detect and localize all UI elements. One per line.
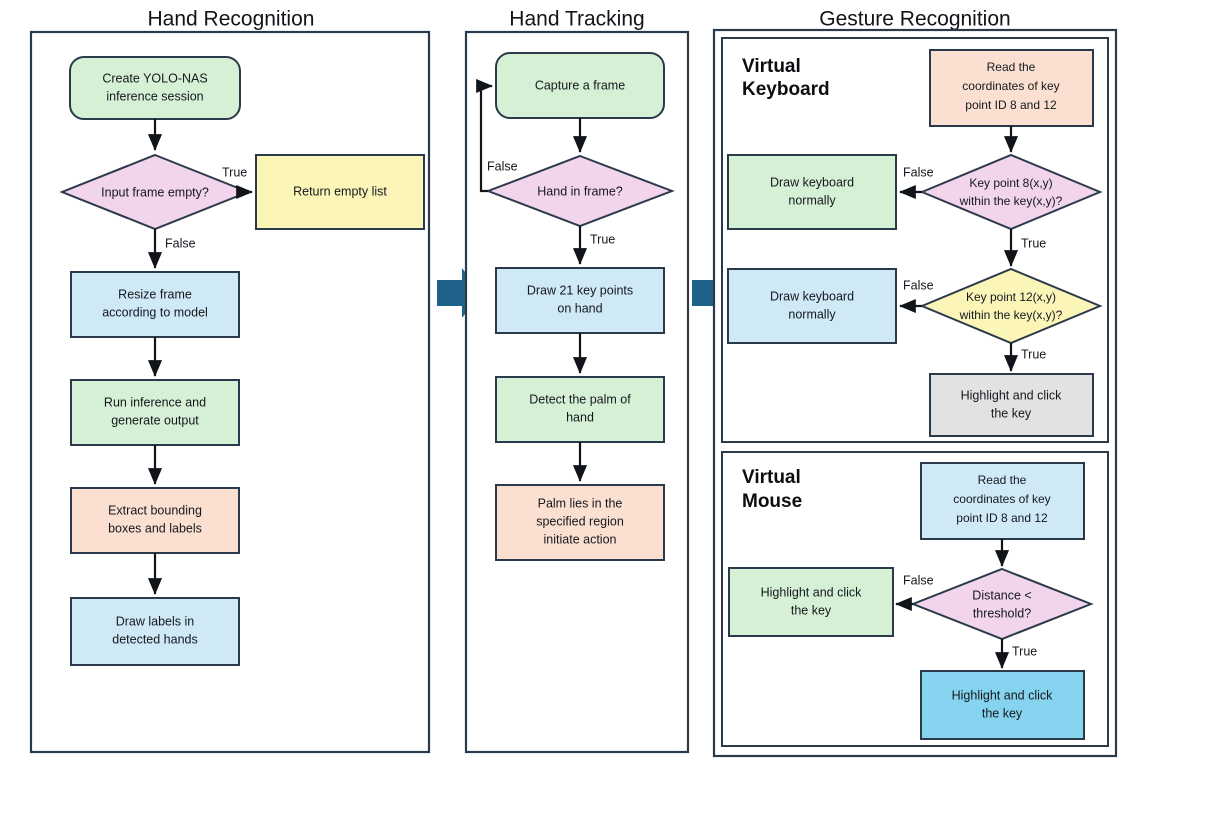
panel-title-hand-recognition: Hand Recognition — [148, 8, 315, 31]
node-kb-read-coords-line1: Read the — [987, 60, 1036, 74]
node-return-empty-list-label: Return empty list — [293, 184, 387, 198]
node-detect-palm-line2: hand — [566, 410, 594, 424]
node-ms-read-coords-line1: Read the — [978, 473, 1027, 487]
node-kb-draw-normal-2-line1: Draw keyboard — [770, 289, 854, 303]
node-create-session-line2: inference session — [106, 89, 203, 103]
panel-title-gesture-recognition: Gesture Recognition — [819, 8, 1010, 31]
node-kb-highlight-click-line2: the key — [991, 406, 1032, 420]
node-kb-keypoint8-line1: Key point 8(x,y) — [969, 176, 1052, 190]
node-ms-highlight-false-line2: the key — [791, 603, 832, 617]
node-draw-labels-line2: detected hands — [112, 632, 198, 646]
node-ms-read-coords-line2: coordinates of key — [953, 492, 1050, 506]
node-palm-region-line1: Palm lies in the — [538, 496, 623, 510]
subpanel-title-virtual-keyboard-line2: Keyboard — [742, 79, 830, 100]
node-ms-highlight-true-line1: Highlight and click — [952, 688, 1053, 702]
node-return-empty-list — [255, 154, 425, 230]
node-ms-distance-line1: Distance < — [972, 588, 1031, 602]
node-draw-labels-line1: Draw labels in — [116, 614, 195, 628]
node-ms-highlight-true — [920, 670, 1085, 740]
node-kb-read-coords — [929, 49, 1094, 127]
node-draw-key-points — [495, 267, 665, 334]
node-create-session-line1: Create YOLO-NAS — [102, 71, 207, 85]
node-extract-boxes — [70, 487, 240, 554]
node-kb-highlight-click — [929, 373, 1094, 437]
node-palm-region-line3: initiate action — [544, 532, 617, 546]
edge-label-p2-true: True — [590, 232, 615, 246]
subpanel-title-virtual-mouse-line2: Mouse — [742, 491, 802, 512]
node-ms-read-coords-line3: point ID 8 and 12 — [956, 511, 1048, 525]
node-draw-key-points-line2: on hand — [557, 301, 602, 315]
node-detect-palm-line1: Detect the palm of — [529, 392, 631, 406]
subpanel-title-virtual-keyboard-line1: Virtual — [742, 56, 801, 77]
edge-label-vk-true-1: True — [1021, 236, 1046, 250]
node-ms-highlight-false — [728, 567, 894, 637]
panel-title-hand-tracking: Hand Tracking — [509, 8, 644, 31]
node-hand-in-frame-label: Hand in frame? — [537, 184, 623, 198]
node-resize-frame-line2: according to model — [102, 305, 208, 319]
node-ms-highlight-false-line1: Highlight and click — [761, 585, 862, 599]
node-kb-draw-normal-2 — [727, 268, 897, 344]
node-capture-frame-label: Capture a frame — [535, 78, 625, 92]
node-extract-boxes-line2: boxes and labels — [108, 521, 202, 535]
node-extract-boxes-line1: Extract bounding — [108, 503, 202, 517]
node-resize-frame — [70, 271, 240, 338]
node-input-frame-empty-label: Input frame empty? — [101, 185, 209, 199]
node-kb-read-coords-line2: coordinates of key — [962, 79, 1059, 93]
node-draw-labels — [70, 597, 240, 666]
node-kb-highlight-click-line1: Highlight and click — [961, 388, 1062, 402]
node-ms-distance-line2: threshold? — [973, 606, 1031, 620]
edge-label-vk-true-2: True — [1021, 347, 1046, 361]
node-run-inference — [70, 379, 240, 446]
node-kb-draw-normal-2-line2: normally — [788, 307, 836, 321]
node-kb-read-coords-line3: point ID 8 and 12 — [965, 98, 1057, 112]
node-kb-keypoint12-line1: Key point 12(x,y) — [966, 290, 1056, 304]
node-run-inference-line2: generate output — [111, 413, 199, 427]
node-kb-draw-normal-1-line1: Draw keyboard — [770, 175, 854, 189]
subpanel-title-virtual-mouse-line1: Virtual — [742, 467, 801, 488]
node-create-session — [69, 56, 241, 120]
edge-label-p2-false: False — [487, 159, 518, 173]
edge-label-vk-false-2: False — [903, 278, 934, 292]
node-resize-frame-line1: Resize frame — [118, 287, 192, 301]
node-palm-region-line2: specified region — [536, 514, 624, 528]
node-draw-key-points-line1: Draw 21 key points — [527, 283, 633, 297]
node-ms-read-coords — [920, 462, 1085, 540]
node-kb-draw-normal-1-line2: normally — [788, 193, 836, 207]
node-detect-palm — [495, 376, 665, 443]
node-kb-keypoint12-line2: within the key(x,y)? — [959, 308, 1063, 322]
edge-hand-false-loop — [476, 78, 493, 193]
edge-label-vm-false: False — [903, 573, 934, 587]
node-ms-highlight-true-line2: the key — [982, 706, 1023, 720]
edge-label-vm-true: True — [1012, 644, 1037, 658]
node-kb-keypoint8-line2: within the key(x,y)? — [959, 194, 1063, 208]
edge-label-vk-false-1: False — [903, 165, 934, 179]
edge-label-p1-false: False — [165, 236, 196, 250]
edge-label-p1-true: True — [222, 165, 247, 179]
node-run-inference-line1: Run inference and — [104, 395, 206, 409]
node-palm-region — [495, 484, 665, 561]
node-kb-draw-normal-1 — [727, 154, 897, 230]
